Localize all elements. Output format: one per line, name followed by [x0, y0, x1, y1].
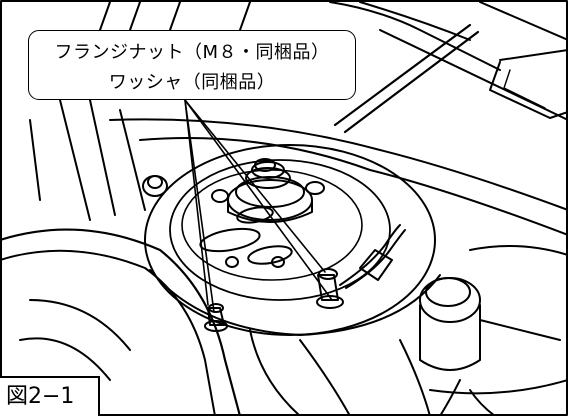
parts-callout: フランジナット（M８・同梱品） ワッシャ（同梱品） — [28, 30, 356, 100]
leader-line-washer-left — [184, 99, 215, 313]
leader-line-nut-right — [184, 99, 326, 273]
leader-line-washer-right — [184, 99, 333, 301]
figure-label: 図2−1 — [0, 376, 100, 416]
callout-washer-text: ワッシャ（同梱品） — [108, 72, 276, 93]
leader-line-nut-left — [184, 99, 209, 306]
callout-flange-nut-text: フランジナット（M８・同梱品） — [54, 42, 330, 63]
